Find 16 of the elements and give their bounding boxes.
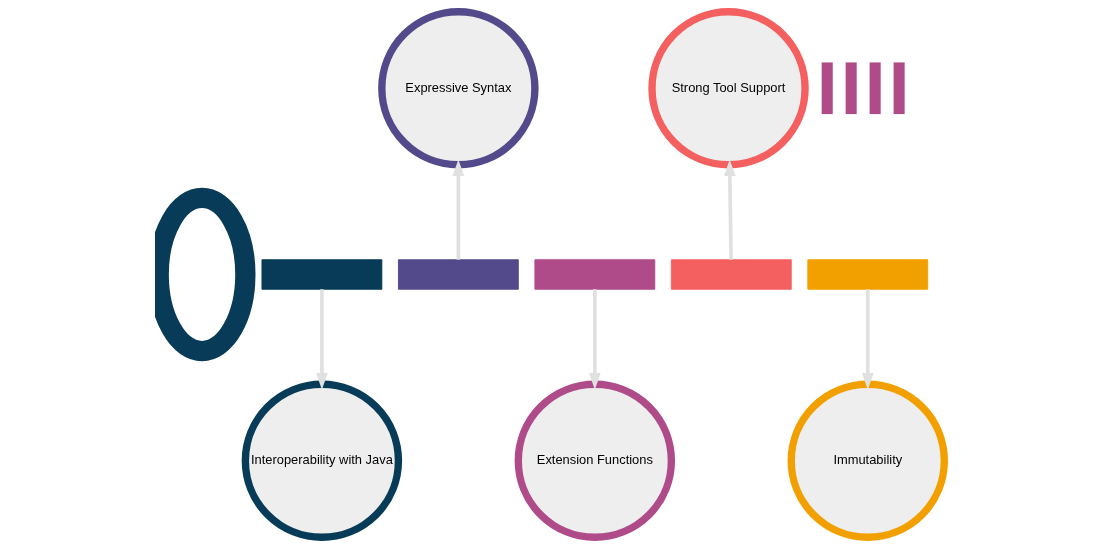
node-bar <box>807 259 929 290</box>
node-bar <box>397 259 519 290</box>
arrow <box>589 289 601 390</box>
node-circle: Immutability <box>787 380 948 541</box>
arrow <box>724 159 736 260</box>
arrow <box>452 159 465 260</box>
arrow <box>316 289 328 390</box>
node-circle: Expressive Syntax <box>378 8 539 169</box>
node-circle: Strong Tool Support <box>648 8 809 169</box>
node-ring <box>155 187 256 362</box>
arrow <box>861 289 874 390</box>
node-circle: Interoperability with Java <box>241 380 403 541</box>
node-bar <box>670 259 792 290</box>
node-circle: Extension Functions <box>514 380 676 541</box>
node-bar <box>534 259 656 290</box>
node-bar <box>261 259 383 290</box>
